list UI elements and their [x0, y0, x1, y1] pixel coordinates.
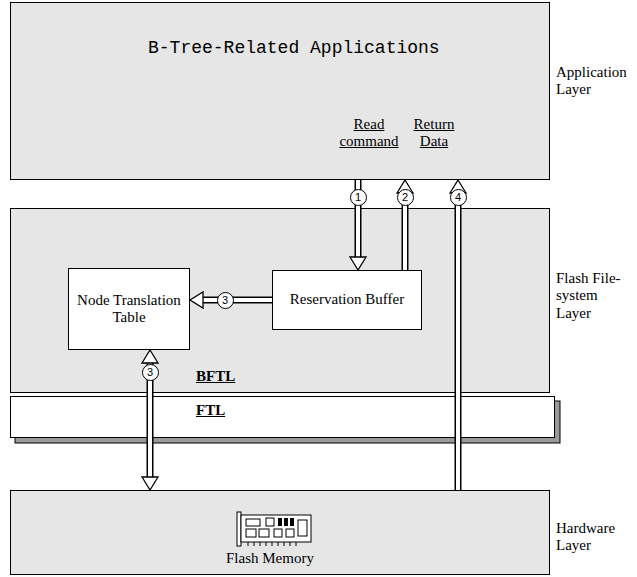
- double-line-arrow: [142, 350, 158, 490]
- table-box: Node Translation Table: [68, 268, 190, 350]
- callout-number: 3: [217, 292, 234, 309]
- chip: [274, 529, 282, 537]
- arrow-head: [397, 180, 413, 193]
- double-line-arrow: [350, 180, 366, 270]
- buffer-box: Reservation Buffer: [272, 270, 422, 330]
- box-outline: [11, 397, 555, 438]
- chip: [246, 519, 260, 526]
- box-outline: [11, 491, 550, 575]
- arrow-head: [190, 292, 203, 308]
- callout-number: 2: [397, 189, 414, 206]
- chip: [290, 518, 294, 526]
- callout-number: 3: [142, 364, 159, 381]
- arrow-head: [350, 257, 366, 270]
- ftl-bar: FTL: [10, 396, 555, 438]
- callout-number: 1: [350, 189, 367, 206]
- command-label: Return Data: [405, 116, 463, 151]
- card-board: [241, 515, 311, 542]
- application-title: B-Tree-Related Applications: [148, 38, 440, 59]
- chip: [246, 529, 256, 537]
- flash-card-icon: [236, 510, 314, 548]
- layer-name: Hardware Layer: [556, 520, 632, 555]
- arrow-head: [142, 350, 158, 363]
- arrow-outline: [455, 192, 462, 490]
- chip: [298, 520, 307, 536]
- command-label: Read command: [333, 116, 405, 151]
- layer-name: Flash File-system Layer: [556, 270, 632, 322]
- arrow-core: [202, 298, 272, 302]
- arrow-head: [450, 180, 466, 193]
- arrow-outline: [355, 180, 362, 258]
- arrow-core: [148, 362, 152, 478]
- device-label: Flash Memory: [205, 550, 335, 567]
- callout-number: 4: [450, 189, 467, 206]
- box-outline: [69, 269, 190, 350]
- layer-box: Application LayerB-Tree-Related Applicat…: [10, 2, 550, 180]
- arrow-head: [142, 477, 158, 490]
- card-bracket: [237, 512, 241, 546]
- chip: [284, 518, 288, 526]
- arrow-core: [403, 192, 407, 270]
- chip: [286, 529, 294, 537]
- box-outline: [273, 271, 422, 330]
- arrow-outline: [202, 297, 272, 304]
- card-pins: [248, 542, 296, 546]
- chip: [278, 518, 282, 526]
- chip: [259, 529, 269, 537]
- layer-name: Application Layer: [556, 64, 632, 99]
- arrow-core: [356, 180, 360, 258]
- layer-box: Hardware LayerFlash Memory: [10, 490, 550, 575]
- box-outline: [11, 3, 550, 180]
- double-line-arrow: [190, 292, 272, 308]
- box-label: Reservation Buffer: [290, 291, 404, 308]
- double-line-arrow: [450, 180, 466, 490]
- box-outline: [11, 209, 550, 393]
- arrow-outline: [402, 192, 409, 270]
- box-label: Node Translation Table: [74, 292, 184, 327]
- arrow-core: [456, 192, 460, 490]
- layer-box: Node Translation Table Reservation Buffer…: [10, 208, 550, 393]
- arrow-outline: [147, 362, 154, 478]
- chip: [266, 518, 274, 526]
- layer-tag: BFTL: [196, 368, 235, 385]
- ftl-label: FTL: [196, 402, 225, 419]
- double-line-arrow: [397, 180, 413, 270]
